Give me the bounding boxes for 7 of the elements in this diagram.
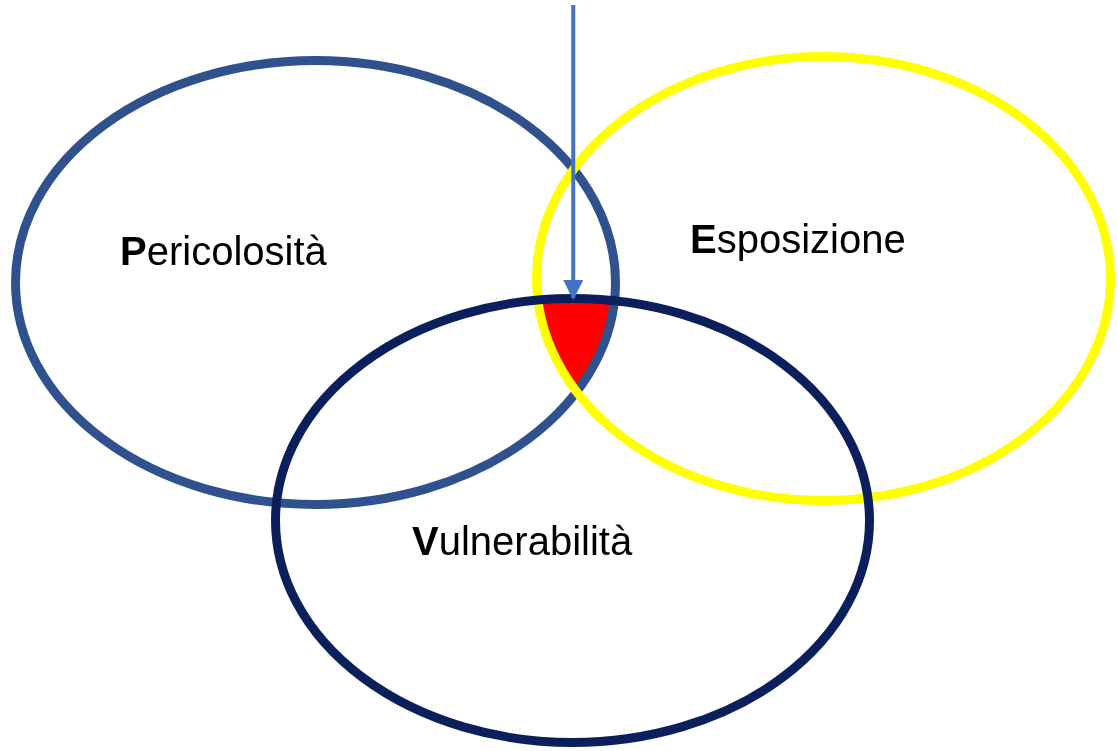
venn-ellipse [531,51,1115,505]
circle-label: Pericolosità [120,228,327,274]
arrow [563,5,584,300]
circle-label: Esposizione [690,216,906,262]
venn-ellipse [10,55,620,509]
venn-ellipse [270,293,874,747]
circle-label: Vulnerabilità [412,518,633,564]
